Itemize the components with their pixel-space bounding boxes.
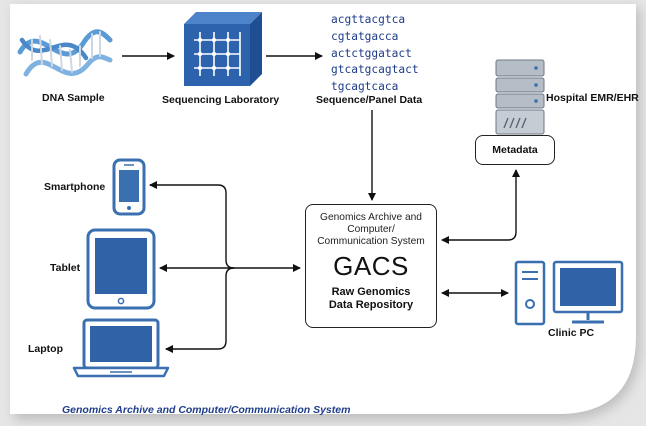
clinic-pc-label: Clinic PC: [548, 327, 595, 339]
gacs-title-line3: Communication System: [317, 236, 425, 247]
gacs-repo-line2: Data Repository: [328, 299, 414, 311]
sequence-data-label: Sequence/Panel Data: [316, 94, 423, 106]
metadata-label: Metadata: [492, 144, 538, 156]
gacs-title: Genomics Archive and Computer/ Communica…: [306, 212, 436, 248]
tablet-icon: [86, 228, 156, 310]
sequence-line: tgcagtcaca: [331, 80, 399, 94]
sequence-list: acgttacgtca cgtatgacca actctggatact gtca…: [331, 12, 419, 96]
laptop-label: Laptop: [28, 343, 63, 355]
clinic-pc-icon: [514, 260, 624, 326]
dna-helix-icon: [17, 29, 113, 77]
metadata-box: Metadata: [475, 135, 555, 165]
gacs-box: Genomics Archive and Computer/ Communica…: [305, 204, 437, 328]
gacs-acronym: GACS: [333, 251, 409, 281]
sequence-line: gtcatgcagtact: [331, 63, 419, 77]
gacs-title-line2: Computer/: [347, 224, 395, 235]
sequencing-lab-label: Sequencing Laboratory: [162, 94, 280, 106]
sequence-line: cgtatgacca: [331, 29, 399, 43]
dna-sample-label: DNA Sample: [42, 92, 105, 104]
smartphone-label: Smartphone: [44, 181, 106, 193]
server-icon: [495, 59, 545, 135]
sequence-line: actctggatact: [331, 46, 412, 60]
tablet-label: Tablet: [50, 262, 81, 274]
sequence-line: acgttacgtca: [331, 13, 406, 26]
connectors: [122, 52, 520, 353]
gacs-title-line1: Genomics Archive and: [320, 212, 422, 223]
figure-caption: Genomics Archive and Computer/Communicat…: [62, 404, 351, 416]
sequencing-cube-icon: [184, 12, 262, 86]
gacs-repository: Raw Genomics Data Repository: [306, 286, 436, 312]
gacs-repo-line1: Raw Genomics: [331, 286, 411, 298]
laptop-icon: [72, 318, 170, 378]
smartphone-icon: [112, 158, 146, 216]
hospital-emr-label: Hospital EMR/EHR: [546, 92, 639, 104]
